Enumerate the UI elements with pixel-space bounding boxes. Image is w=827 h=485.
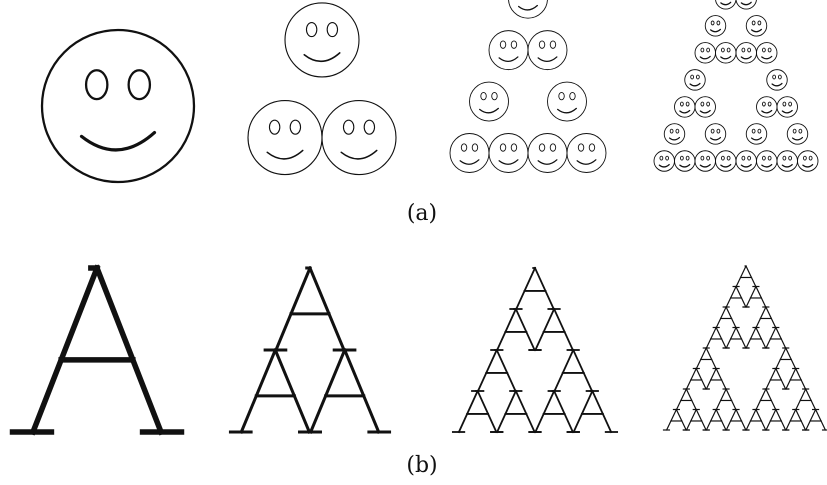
smiley-face-icon (40, 28, 196, 184)
letter-a-icon (762, 408, 790, 431)
smiley-face-icon (745, 15, 768, 37)
letter-a-icon (490, 307, 542, 352)
smiley-face-icon (745, 123, 768, 145)
letter-a-icon (782, 408, 810, 431)
letter-a-icon (762, 326, 790, 349)
smiley-face-icon (756, 42, 778, 64)
letter-a-icon (682, 367, 710, 390)
smiley-face-icon (684, 69, 706, 91)
smiley-face-icon (786, 123, 809, 145)
letter-a-icon (712, 388, 740, 411)
smiley-sierpinski-row (40, 0, 819, 184)
letter-a-icon (742, 326, 770, 349)
letter-a-icon (742, 285, 770, 308)
letter-a-icon (490, 389, 542, 434)
letter-a-icon (263, 266, 357, 352)
smiley-face-icon (704, 15, 727, 37)
smiley-face-icon (776, 150, 798, 172)
letter-a-icon (528, 389, 580, 434)
letter-a-icon (9, 264, 185, 436)
smiley-face-icon (704, 123, 727, 145)
letter-a-stage-4 (662, 265, 827, 431)
smiley-face-icon (321, 99, 397, 176)
letter-a-icon (762, 367, 790, 390)
letter-a-icon (702, 367, 730, 390)
smiley-face-icon (247, 99, 323, 176)
letter-a-icon (682, 408, 710, 431)
letter-a-icon (772, 347, 800, 370)
letter-a-icon (752, 388, 780, 411)
smiley-face-icon (756, 96, 778, 118)
letter-a-icon (509, 266, 561, 311)
smiley-stage-3 (449, 0, 607, 173)
letter-a-stage-2 (228, 266, 392, 434)
letter-a-icon (722, 285, 750, 308)
smiley-stage-4 (653, 0, 819, 172)
smiley-face-icon (735, 150, 757, 172)
letter-a-icon (228, 348, 322, 434)
smiley-face-icon (566, 133, 607, 173)
smiley-face-icon (674, 150, 696, 172)
smiley-face-icon (694, 96, 716, 118)
letter-a-icon (672, 388, 700, 411)
smiley-face-icon (694, 42, 716, 64)
smiley-face-icon (715, 42, 737, 64)
smiley-face-icon (797, 150, 819, 172)
letter-a-icon (692, 347, 720, 370)
smiley-stage-1 (40, 28, 196, 184)
smiley-face-icon (735, 0, 757, 10)
smiley-face-icon (766, 69, 788, 91)
smiley-stage-2 (247, 2, 397, 176)
smiley-face-icon (547, 81, 587, 122)
smiley-face-icon (527, 30, 568, 71)
letter-a-icon (802, 408, 827, 431)
letter-a-sierpinski-row (9, 264, 827, 436)
letter-a-icon (752, 306, 780, 329)
smiley-face-icon (449, 133, 490, 173)
smiley-face-icon (469, 81, 509, 122)
smiley-face-icon (735, 42, 757, 64)
smiley-face-icon (508, 0, 548, 19)
letter-a-icon (528, 307, 580, 352)
letter-a-icon (662, 408, 690, 431)
smiley-face-icon (694, 150, 716, 172)
smiley-face-icon (527, 133, 568, 173)
letter-a-icon (451, 389, 504, 434)
letter-a-icon (547, 348, 599, 393)
letter-a-icon (712, 306, 740, 329)
letter-a-icon (471, 348, 523, 393)
letter-a-icon (722, 326, 750, 349)
letter-a-icon (742, 408, 770, 431)
smiley-face-icon (756, 150, 778, 172)
letter-a-icon (782, 367, 810, 390)
letter-a-icon (702, 408, 730, 431)
letter-a-stage-3 (451, 266, 619, 434)
smiley-face-icon (715, 150, 737, 172)
letter-a-icon (792, 388, 820, 411)
smiley-face-icon (488, 133, 529, 173)
letter-a-icon (732, 265, 760, 288)
smiley-face-icon (663, 123, 686, 145)
letter-a-icon (722, 408, 750, 431)
smiley-face-icon (776, 96, 798, 118)
letter-a-icon (702, 326, 730, 349)
letter-a-icon (298, 348, 392, 434)
smiley-face-icon (674, 96, 696, 118)
smiley-face-icon (653, 150, 675, 172)
smiley-face-icon (488, 30, 529, 71)
caption-b: (b) (406, 453, 438, 478)
caption-a: (a) (406, 201, 438, 226)
smiley-face-icon (715, 0, 737, 10)
smiley-face-icon (284, 2, 360, 78)
letter-a-stage-1 (9, 264, 185, 436)
letter-a-icon (566, 389, 619, 434)
